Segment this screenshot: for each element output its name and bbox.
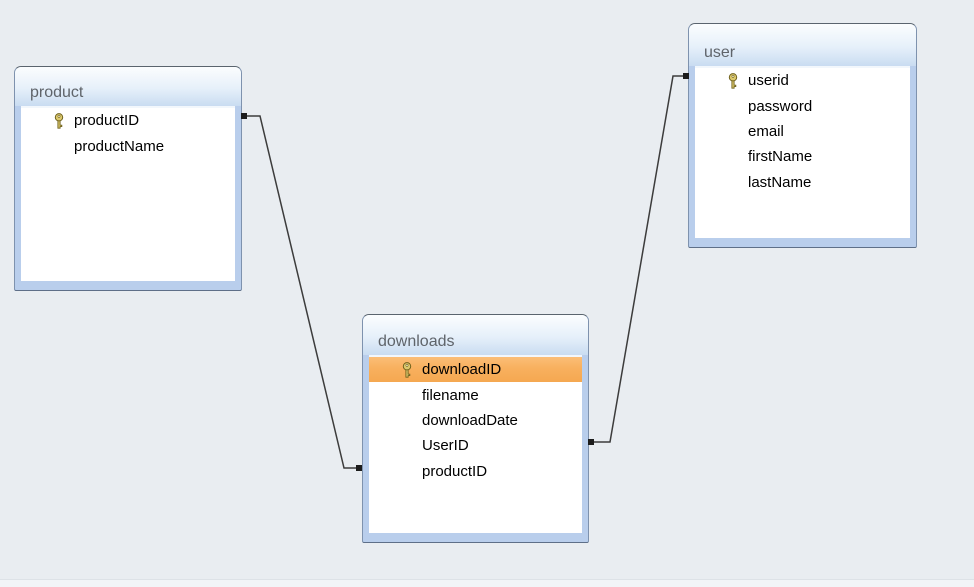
table-user[interactable]: user userid password email firstName lastNam… bbox=[688, 23, 917, 248]
field-label: userid bbox=[748, 72, 789, 90]
field-row-productName[interactable]: productName bbox=[21, 133, 235, 158]
key-icon bbox=[402, 361, 412, 378]
field-row-downloadID[interactable]: downloadID bbox=[369, 357, 582, 383]
table-title: product bbox=[30, 84, 84, 101]
field-label: filename bbox=[422, 386, 479, 404]
key-icon bbox=[728, 72, 738, 89]
field-label: productID bbox=[74, 112, 140, 130]
field-label: lastName bbox=[748, 173, 812, 191]
field-row-productID[interactable]: productID bbox=[21, 108, 235, 133]
field-label: email bbox=[748, 122, 784, 140]
table-downloads-header[interactable]: downloads bbox=[363, 315, 588, 355]
key-icon bbox=[54, 112, 64, 129]
field-label: productName bbox=[74, 137, 165, 155]
table-product[interactable]: product productID productName bbox=[14, 66, 242, 291]
table-user-field-list: userid password email firstName lastName bbox=[695, 66, 910, 238]
field-label: UserID bbox=[422, 437, 469, 455]
table-user-header[interactable]: user bbox=[689, 24, 916, 66]
field-row-filename[interactable]: filename bbox=[369, 382, 582, 407]
field-label: productID bbox=[422, 462, 488, 480]
field-row-userid[interactable]: userid bbox=[695, 68, 910, 93]
relationship-line-product-downloads[interactable] bbox=[242, 115, 361, 469]
field-label: password bbox=[748, 97, 813, 115]
primary-key-icon-slot bbox=[727, 72, 748, 89]
primary-key-icon-slot bbox=[53, 112, 74, 129]
table-title: downloads bbox=[378, 333, 455, 350]
field-row-email[interactable]: email bbox=[695, 119, 910, 144]
field-label: downloadID bbox=[422, 361, 502, 379]
relationship-line-downloads-user[interactable] bbox=[589, 75, 687, 443]
table-product-field-list: productID productName bbox=[21, 106, 235, 281]
field-row-productID[interactable]: productID bbox=[369, 459, 582, 484]
field-row-firstName[interactable]: firstName bbox=[695, 144, 910, 169]
field-row-password[interactable]: password bbox=[695, 93, 910, 118]
field-row-lastName[interactable]: lastName bbox=[695, 170, 910, 195]
table-title: user bbox=[704, 44, 736, 61]
field-label: firstName bbox=[748, 148, 813, 166]
table-downloads[interactable]: downloads downloadID filename downloadDate… bbox=[362, 314, 589, 543]
field-label: downloadDate bbox=[422, 411, 518, 429]
canvas-bottom-edge bbox=[0, 579, 974, 587]
primary-key-icon-slot bbox=[401, 361, 422, 378]
field-row-downloadDate[interactable]: downloadDate bbox=[369, 408, 582, 433]
table-product-header[interactable]: product bbox=[15, 67, 241, 106]
field-row-UserID[interactable]: UserID bbox=[369, 433, 582, 458]
